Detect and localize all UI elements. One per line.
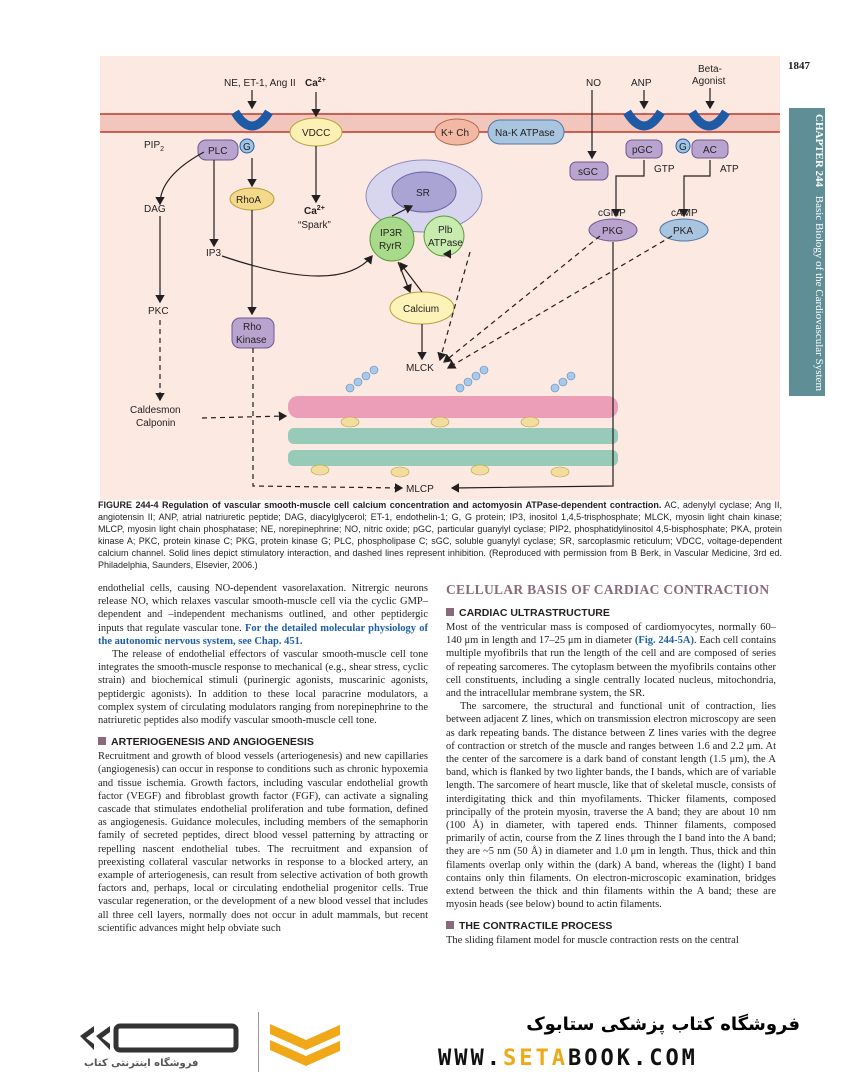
ip3-label: IP3 [206, 248, 221, 259]
gtp-label: GTP [654, 164, 675, 175]
sgc-box [569, 161, 609, 181]
stimulatory-arrows [155, 88, 715, 493]
rho-label-1: Rho [243, 322, 262, 333]
beta-label-2: Agonist [692, 76, 726, 87]
naka-label: Na-K ATPase [495, 128, 555, 139]
mlcp-label: MLCP [406, 484, 434, 495]
logo-subtitle: فروشگاه اینترنتی کتاب [84, 1058, 199, 1069]
pgc-label: pGC [632, 145, 653, 156]
page-number: 1847 [788, 60, 810, 72]
fig-244-5a-link[interactable]: (Fig. 244-5A) [634, 635, 694, 647]
ac-box [691, 139, 729, 159]
signaling-figure: NE, ET-1, Ang II Ca2+ NO ANP Beta- Agoni… [100, 56, 780, 500]
g-label-2: G [679, 142, 687, 153]
signaling-diagram: NE, ET-1, Ang II Ca2+ NO ANP Beta- Agoni… [100, 56, 780, 500]
ip3r-label-1: IP3R [380, 228, 402, 239]
setabook-logo [80, 1023, 340, 1066]
calcium-label: Calcium [403, 304, 439, 315]
plb-label-1: Plb [438, 225, 453, 236]
section-title: CELLULAR BASIS OF CARDIAC CONTRACTION [446, 582, 770, 597]
left-paragraph-2: The release of endothelial effectors of … [98, 649, 428, 727]
ca-top-label: Ca2+ [305, 77, 326, 89]
vdcc-label: VDCC [302, 128, 330, 139]
left-paragraph-3: Recruitment and growth of blood vessels … [98, 751, 428, 934]
plb-node [423, 215, 465, 257]
receptor-anp [623, 109, 665, 131]
chap-451-link[interactable]: For the detailed molecular physiology of… [98, 622, 428, 647]
right-paragraph-2: The sarcomere, the structural and functi… [446, 701, 776, 911]
sgc-label: sGC [578, 167, 598, 178]
pkc-label: PKC [148, 306, 169, 317]
g-label-1: G [243, 142, 251, 153]
cgmp-label: cGMP [598, 208, 626, 219]
pip2-label: PIP2 [144, 140, 164, 153]
pka-label: PKA [673, 226, 693, 237]
plc-box [197, 139, 239, 161]
ca-spark-label: Ca2+ [304, 205, 325, 217]
ac-label: AC [703, 145, 717, 156]
no-label: NO [586, 78, 601, 89]
ultrastructure-heading: CARDIAC ULTRASTRUCTURE [446, 606, 776, 620]
figure-caption: FIGURE 244-4 Regulation of vascular smoo… [98, 499, 782, 571]
arteriogenesis-heading: ARTERIOGENESIS AND ANGIOGENESIS [98, 735, 428, 749]
kch-label: K+ Ch [441, 128, 469, 139]
store-name: فروشگاه کتاب پزشکی ستابوک [526, 1014, 800, 1035]
pkg-node [588, 218, 638, 242]
receptor-beta [688, 109, 730, 131]
footer-divider [258, 1012, 259, 1072]
k-channel [434, 118, 480, 146]
ne-label: NE, ET-1, Ang II [224, 78, 296, 89]
right-paragraph-3: The sliding filament model for muscle co… [446, 935, 739, 947]
inhibitory-arrows [155, 235, 673, 493]
ip3r-label-2: RyrR [379, 241, 402, 252]
footer-band [40, 994, 815, 1080]
beta-label-1: Beta- [698, 64, 722, 75]
left-paragraph-1: endothelial cells, causing NO-dependent … [98, 583, 428, 647]
chapter-title: Basic Biology of the Cardiovascular Syst… [813, 195, 825, 391]
sr-inner [391, 171, 457, 213]
spark-label: “Spark” [298, 220, 331, 231]
caldesmon-label: Caldesmon [130, 405, 181, 416]
chapter-number: CHAPTER 244 [813, 114, 825, 188]
g-protein-1 [239, 138, 255, 154]
store-url[interactable]: WWW.SETABOOK.COM [438, 1046, 698, 1071]
right-column: CELLULAR BASIS OF CARDIAC CONTRACTION CA… [446, 582, 776, 948]
plc-label: PLC [208, 146, 227, 157]
plb-label-2: ATPase [428, 238, 463, 249]
contractile-heading: THE CONTRACTILE PROCESS [446, 919, 776, 933]
dag-label: DAG [144, 204, 166, 215]
pgc-box [625, 139, 663, 159]
myofilament-illustration [288, 365, 618, 478]
receptor-ne [231, 109, 273, 131]
caption-lead: FIGURE 244-4 Regulation of vascular smoo… [98, 500, 662, 510]
caption-body: AC, adenylyl cyclase; Ang II, angiotensi… [98, 500, 782, 570]
g-protein-2 [675, 138, 691, 154]
right-paragraph-1: Most of the ventricular mass is composed… [446, 622, 777, 700]
ip3r-node [369, 216, 415, 262]
naka-pump [487, 119, 565, 145]
mlck-label: MLCK [406, 363, 434, 374]
calponin-label: Calponin [136, 418, 175, 429]
chapter-side-tab: CHAPTER 244 Basic Biology of the Cardiov… [789, 108, 825, 396]
rho-label-2: Kinase [236, 335, 267, 346]
pkg-label: PKG [602, 226, 623, 237]
sr-label: SR [416, 188, 430, 199]
atp-label: ATP [720, 164, 739, 175]
left-column: endothelial cells, causing NO-dependent … [98, 582, 428, 935]
pka-node [659, 218, 709, 242]
rhoa-label: RhoA [236, 195, 261, 206]
anp-label: ANP [631, 78, 652, 89]
